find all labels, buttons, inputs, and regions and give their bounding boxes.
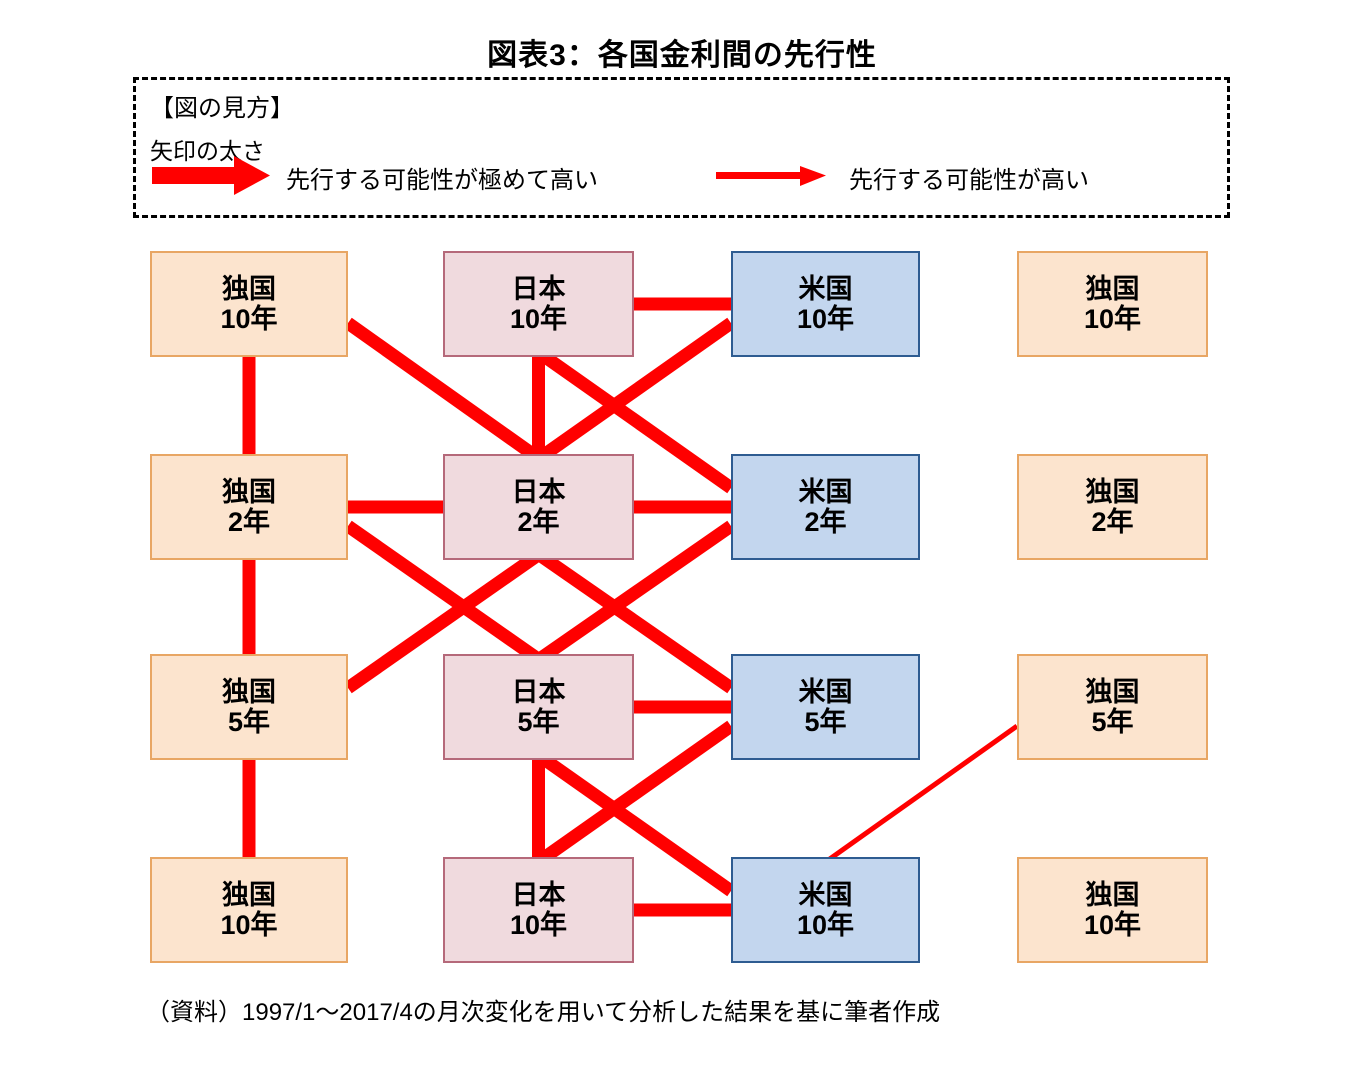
node-tenor: 2年 <box>227 507 271 537</box>
page-title: 図表3：各国金利間の先行性 <box>487 39 877 72</box>
node-tenor: 2年 <box>1091 507 1134 537</box>
legend-header: 【図の見方】 <box>150 95 294 122</box>
node-country: 米国 <box>798 879 853 910</box>
node-country: 独国 <box>1085 476 1140 507</box>
node-country: 独国 <box>222 676 276 707</box>
node-country: 独国 <box>222 476 276 507</box>
node-country: 独国 <box>1085 879 1140 910</box>
node-tenor: 10年 <box>1083 910 1142 940</box>
node-tenor: 10年 <box>220 910 278 940</box>
node-country: 米国 <box>798 273 853 304</box>
node-country: 独国 <box>222 273 276 304</box>
node-country: 独国 <box>1085 273 1140 304</box>
node-tenor: 2年 <box>804 507 847 537</box>
legend-item-label-2: 先行する可能性が高い <box>849 167 1089 194</box>
node-country: 日本 <box>511 273 566 304</box>
legend-box <box>133 77 1230 218</box>
node-country: 日本 <box>511 476 566 507</box>
legend-subheader: 矢印の太さ <box>150 138 265 164</box>
node-tenor: 5年 <box>227 707 271 737</box>
node-tenor: 10年 <box>796 304 855 334</box>
legend-item-label-1: 先行する可能性が極めて高い <box>286 167 598 194</box>
node-tenor: 10年 <box>509 910 568 940</box>
node-country: 米国 <box>798 476 853 507</box>
node-tenor: 10年 <box>796 910 855 940</box>
node-country: 独国 <box>222 879 276 910</box>
node-country: 独国 <box>1085 676 1140 707</box>
node-tenor: 10年 <box>220 304 278 334</box>
node-country: 日本 <box>511 676 566 707</box>
source-note: （資料）1997/1〜2017/4の月次変化を用いて分析した結果を基に筆者作成 <box>146 999 941 1026</box>
node-country: 米国 <box>798 676 853 707</box>
node-tenor: 10年 <box>509 304 568 334</box>
node-tenor: 5年 <box>1091 707 1134 737</box>
node-tenor: 5年 <box>804 707 847 737</box>
node-country: 日本 <box>511 879 566 910</box>
node-tenor: 5年 <box>517 707 560 737</box>
node-tenor: 10年 <box>1083 304 1142 334</box>
node-tenor: 2年 <box>517 507 560 537</box>
